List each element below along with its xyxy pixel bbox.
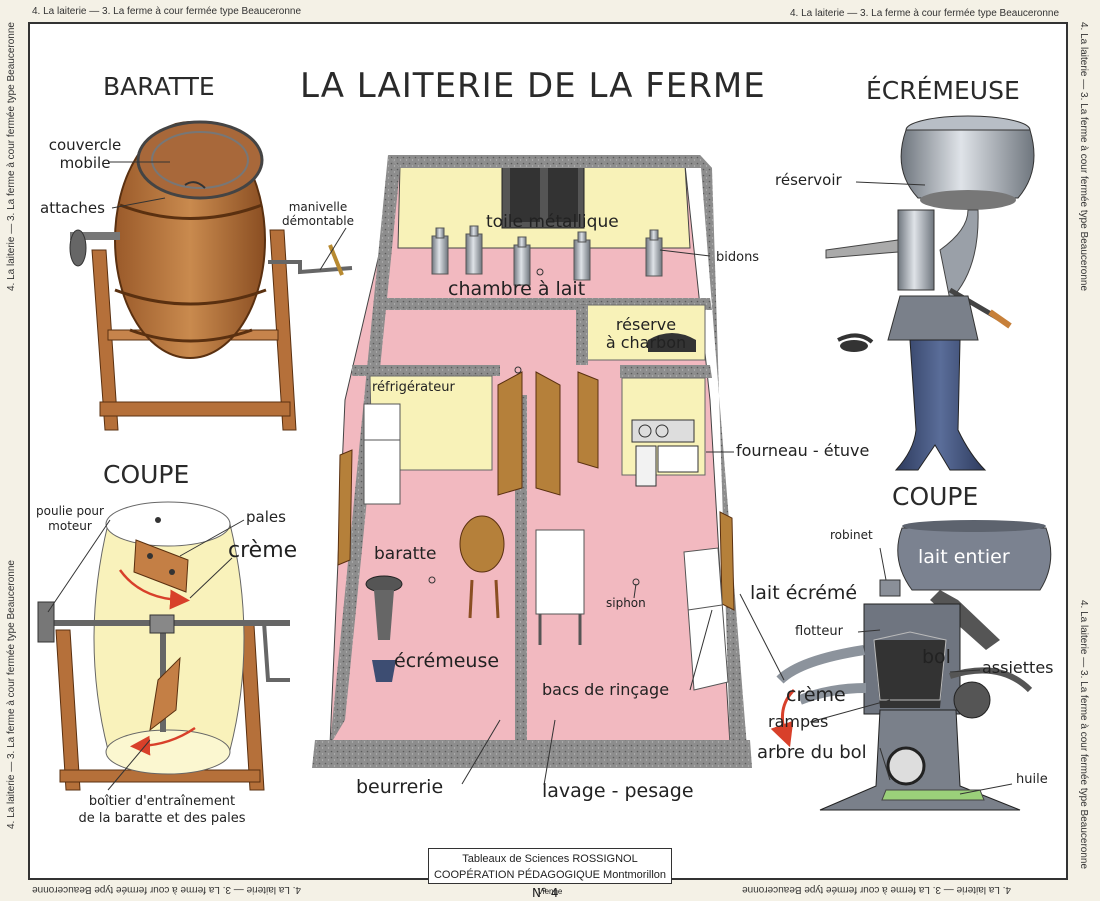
- label-boitier-2: de la baratte et des pales: [78, 811, 246, 826]
- label-attaches: attaches: [40, 199, 105, 217]
- header-text-top-right: 4. La laiterie — 3. La ferme à cour ferm…: [790, 8, 1060, 19]
- label-fourneau-etuve: fourneau - étuve: [736, 441, 870, 460]
- label-arbre-du-bol: arbre du bol: [757, 742, 867, 763]
- label-creme-left: crème: [228, 538, 298, 563]
- section-title-coupe-left: COUPE: [103, 460, 190, 489]
- label-chambre-a-lait: chambre à lait: [448, 278, 586, 300]
- label-pales: pales: [246, 508, 286, 526]
- label-ecremeuse-plan: écrémeuse: [394, 650, 500, 672]
- poster-title: LA LAITERIE DE LA FERME: [300, 66, 766, 106]
- baratte-drawing: [69, 120, 353, 431]
- label-reservoir: réservoir: [775, 171, 842, 189]
- floor-plan-drawing: [312, 155, 752, 768]
- label-manivelle: manivelle démontable: [278, 200, 358, 228]
- label-reserve-a-charbon: réserve à charbon: [596, 316, 696, 352]
- header-text-right-top: 4. La laiterie — 3. La ferme à cour ferm…: [1078, 22, 1089, 292]
- publisher-line-2: COOPÉRATION PÉDAGOGIQUE Montmorillon Vie…: [429, 867, 671, 900]
- label-refrigerateur: réfrigérateur: [372, 380, 455, 395]
- publisher-line-2-text: COOPÉRATION PÉDAGOGIQUE Montmorillon: [433, 869, 667, 881]
- label-bidons: bidons: [716, 250, 760, 265]
- label-reserve-2: à charbon: [605, 333, 687, 352]
- label-couvercle: couvercle: [48, 136, 122, 154]
- label-poulie: poulie pour moteur: [30, 504, 110, 534]
- plate-number: N° 4: [532, 886, 559, 900]
- label-boitier-1: boîtier d'entraînement: [88, 794, 236, 809]
- label-manivelle-1: manivelle: [288, 200, 348, 214]
- section-title-coupe-right: COUPE: [892, 482, 979, 511]
- section-title-ecremeuse: ÉCRÉMEUSE: [866, 76, 1020, 105]
- header-text-top-left: 4. La laiterie — 3. La ferme à cour ferm…: [32, 6, 302, 17]
- publisher-line-1: Tableaux de Sciences ROSSIGNOL: [462, 853, 638, 865]
- label-huile: huile: [1016, 772, 1048, 787]
- coupe-left-drawing: [37, 501, 290, 791]
- label-mobile: mobile: [59, 154, 111, 172]
- label-poulie-1: poulie pour: [36, 504, 104, 518]
- label-boitier: boîtier d'entraînement de la baratte et …: [62, 793, 262, 827]
- label-siphon: siphon: [606, 596, 646, 610]
- publisher-line-2-small: Vienne: [537, 887, 563, 896]
- label-beurrerie: beurrerie: [356, 776, 444, 798]
- publisher-box: Tableaux de Sciences ROSSIGNOL COOPÉRATI…: [428, 848, 672, 896]
- label-rampes: rampes: [768, 712, 829, 731]
- label-creme-right: crème: [786, 684, 846, 706]
- label-poulie-2: moteur: [48, 519, 92, 533]
- label-reserve-1: réserve: [615, 315, 677, 334]
- leader-lines: [47, 161, 1013, 795]
- label-bol: bol: [922, 646, 951, 668]
- ecremeuse-drawing: [825, 115, 1035, 471]
- section-title-baratte: BARATTE: [103, 72, 215, 101]
- label-couvercle-mobile: couvercle mobile: [40, 136, 130, 172]
- label-assiettes: assiettes: [982, 658, 1054, 677]
- label-flotteur: flotteur: [795, 624, 843, 639]
- coupe-right-drawing: [770, 520, 1052, 811]
- label-robinet: robinet: [830, 528, 873, 542]
- label-baratte-plan: baratte: [374, 544, 437, 564]
- label-toile-metallique: toile métallique: [486, 212, 619, 232]
- label-lait-ecreme: lait écrémé: [750, 582, 858, 604]
- label-lavage-pesage: lavage - pesage: [542, 780, 694, 802]
- label-bacs-de-rincage: bacs de rinçage: [542, 680, 670, 699]
- header-text-right-bottom: 4. La laiterie — 3. La ferme à cour ferm…: [1078, 600, 1089, 870]
- label-lait-entier: lait entier: [918, 546, 1010, 568]
- label-manivelle-2: démontable: [281, 214, 355, 228]
